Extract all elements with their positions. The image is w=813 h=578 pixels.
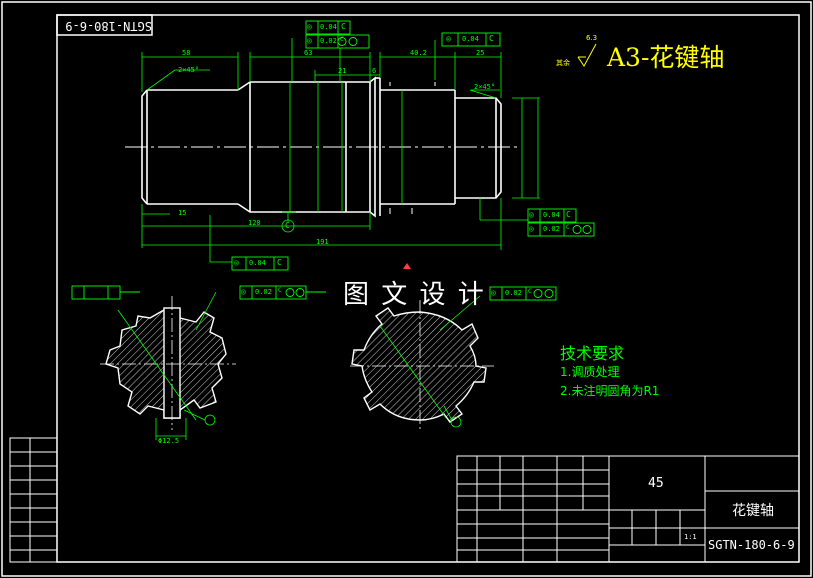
tol-frame-3-val: 0.04 [462,35,479,43]
dim-21: 21 [338,67,347,75]
tol-frame-8-val: 0.02 [505,289,522,297]
inner-border [56,14,800,563]
tol-frame-7-val: 0.02 [255,288,272,296]
chamfer-left: 2×45° [178,66,200,74]
tol-frame-8-sym: ◎ [491,288,496,297]
tol-frame-7-ref: C [278,287,282,294]
watermark-text: 图 文 设 计 [343,280,486,310]
tol-frame-1-val: 0.04 [320,23,337,31]
tol-frame-6-sym: ◎ [234,258,239,267]
dim-6: 6 [372,67,377,75]
tol-frame-5-sym: ◎ [529,224,534,233]
dim-191: 191 [316,238,329,246]
tol-frame-5-ref: C [566,224,570,231]
title-block [456,455,800,563]
tol-frame-8-ref: C [528,288,532,295]
material-value: 45 [648,476,664,491]
spline-section-right [350,295,494,432]
tech-requirement-2: 2.未注明圆角为R1 [560,384,660,398]
scale-value: 1:1 [684,533,697,541]
part-name: 花键轴 [732,503,774,519]
roughness-note: 其余 [556,59,570,67]
dim-40-2: 40.2 [410,49,427,57]
center-marker [403,263,411,269]
roughness-value: 6.3 [586,34,598,42]
tol-frame-6-ref: C [277,258,282,267]
dim-25: 25 [476,49,485,57]
dim-phi-12-5: Φ12.5 [158,437,180,445]
left-margin-table [9,437,58,563]
tol-frame-5-val: 0.02 [543,225,560,233]
tol-frame-1-sym: ◎ [307,22,312,31]
tol-frame-2-sym: ◎ [307,36,312,45]
tol-frame-4-ref: C [566,210,571,219]
tol-frame-3-sym: ◎ [446,34,451,43]
chamfer-right: 2×45° [474,83,496,91]
dim-120: 120 [248,219,261,227]
tech-requirement-1: 1.调质处理 [560,365,620,379]
drawing-title: A3-花键轴 [607,43,725,72]
dimension-lines [141,38,540,263]
spline-ticks [389,82,436,214]
roughness-symbol [577,43,597,67]
tech-requirements-heading: 技术要求 [560,344,625,363]
spline-section-left [100,291,236,440]
tolerance-frames [71,20,595,301]
tol-frame-6-val: 0.04 [249,259,266,267]
dim-58: 58 [182,49,191,57]
tol-frame-2-ref: C [340,36,344,43]
tol-frame-3-ref: C [489,34,494,43]
dim-63: 63 [304,49,313,57]
mirrored-stamp: SGTN-180-6-9 [65,19,152,33]
tol-frame-4-val: 0.04 [543,211,560,219]
drawing-number: SGTN-180-6-9 [708,538,795,552]
tol-frame-2-val: 0.02 [320,37,337,45]
stamp-box [56,14,153,36]
tol-frame-1-ref: C [341,22,346,31]
tol-frame-7-sym: ◎ [241,287,246,296]
datum-c-label: C [285,221,290,230]
tol-frame-4-sym: ◎ [529,210,534,219]
dim-15: 15 [178,209,187,217]
